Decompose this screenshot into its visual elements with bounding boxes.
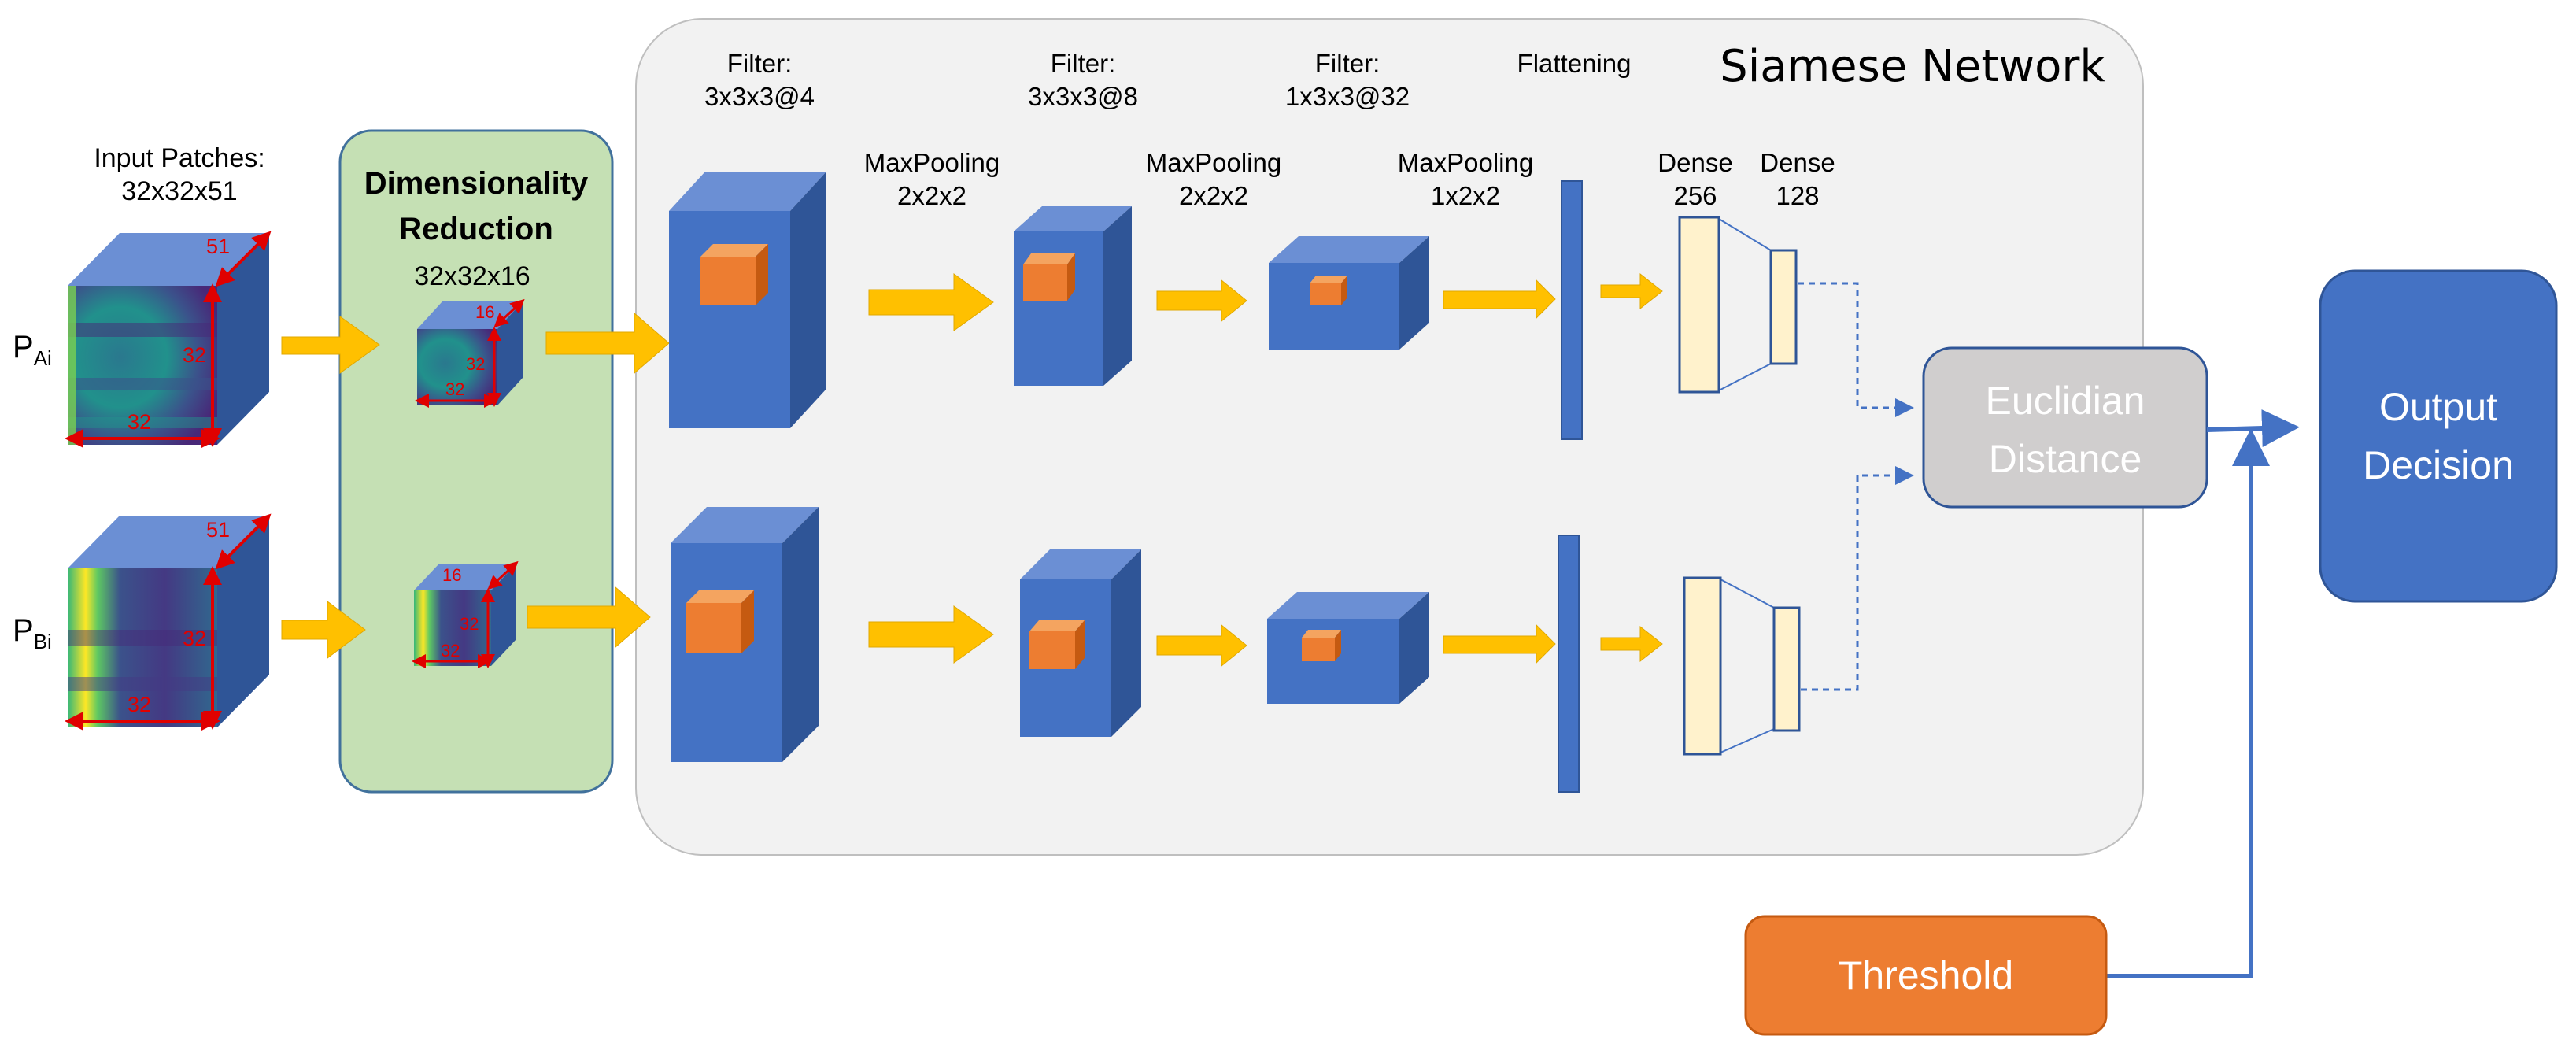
dim-reduction-title-2: Reduction	[399, 212, 553, 246]
arrow-flatten-b	[1600, 625, 1663, 663]
dense-256-a	[1678, 216, 1720, 394]
connector-dense-a-to-distance	[1798, 282, 1914, 417]
arrow-reduce-b	[527, 586, 651, 649]
output-decision-label-1: Output	[2379, 385, 2497, 429]
flatten-bar-a	[1561, 180, 1583, 440]
threshold-label: Threshold	[1839, 953, 2013, 997]
pool3-label: MaxPooling	[1398, 148, 1533, 177]
connector-threshold-to-output	[2106, 428, 2270, 978]
reduced-b-depth-label: 16	[442, 565, 461, 585]
conv1-block-b	[671, 507, 819, 762]
euclidean-distance-label-2: Distance	[1989, 437, 2142, 481]
arrow-pool1-b	[868, 605, 994, 664]
threshold-box	[1744, 915, 2108, 1036]
conv2-filter-size: 3x3x3@8	[1028, 82, 1138, 111]
pool2-size: 2x2x2	[1179, 181, 1248, 210]
conv1-block-a	[669, 172, 826, 428]
cube-a-height-label: 32	[183, 343, 206, 367]
arrow-pool1-a	[868, 273, 994, 331]
conv1-filter-size: 3x3x3@4	[704, 82, 815, 111]
dense1-label: Dense	[1658, 148, 1732, 177]
connector-distance-to-output	[2206, 409, 2300, 448]
pool3-size: 1x2x2	[1431, 181, 1500, 210]
conv3-filter-size: 1x3x3@32	[1285, 82, 1410, 111]
conv1-filter-label: Filter:	[727, 49, 793, 78]
euclidean-distance-box	[1922, 346, 2208, 509]
arrow-input-b	[281, 601, 366, 659]
arrow-pool3-b	[1443, 623, 1556, 664]
dense2-size: 128	[1776, 181, 1819, 210]
arrow-pool2-a	[1156, 279, 1247, 323]
input-cube-b-dimensions: 51 32 32	[65, 513, 272, 731]
arrow-pool3-a	[1443, 279, 1556, 320]
reduced-a-depth-label: 16	[475, 302, 494, 322]
reduced-cube-b: 16 32 32	[412, 560, 519, 668]
input-cube-a-dimensions: 51 32 32	[65, 231, 272, 448]
reduced-cube-a: 16 32 32	[415, 298, 525, 408]
connector-dense-b-to-distance	[1801, 466, 1914, 691]
cube-a-depth-label: 51	[206, 235, 230, 258]
arrow-reduce-a	[545, 312, 670, 375]
cube-a-width-label: 32	[128, 410, 151, 434]
siamese-network-panel	[635, 18, 2144, 856]
input-patches-label: Input Patches:	[94, 143, 264, 173]
dense-layers-b	[1683, 576, 1801, 756]
output-decision-label-2: Decision	[2363, 443, 2514, 487]
dense-256-b	[1683, 576, 1722, 756]
arrow-flatten-a	[1600, 272, 1663, 310]
conv2-block-b	[1020, 549, 1141, 737]
conv3-filter-label: Filter:	[1315, 49, 1380, 78]
euclidean-distance-label-1: Euclidian	[1986, 379, 2145, 423]
dim-reduction-size: 32x32x16	[414, 261, 530, 291]
conv3-block-b	[1267, 592, 1429, 704]
pool2-label: MaxPooling	[1146, 148, 1281, 177]
patch-a-label: PAi	[13, 330, 52, 370]
reduced-a-width-label: 32	[445, 379, 464, 399]
dense-layers-a	[1678, 216, 1798, 394]
patch-b-label: PBi	[13, 613, 52, 653]
pool1-size: 2x2x2	[897, 181, 966, 210]
flow-arrows	[281, 272, 1663, 668]
dense-128-a	[1769, 249, 1798, 365]
reduced-b-height-label: 32	[460, 614, 479, 634]
siamese-network-title: Siamese Network	[1720, 41, 2105, 92]
arrow-input-a	[281, 316, 380, 374]
output-decision-box	[2319, 269, 2558, 603]
conv2-filter-label: Filter:	[1051, 49, 1116, 78]
pool1-label: MaxPooling	[864, 148, 1000, 177]
conv3-block-a	[1269, 236, 1429, 350]
dim-reduction-title-1: Dimensionality	[364, 166, 589, 201]
flatten-bar-b	[1558, 535, 1580, 793]
conv2-block-a	[1014, 206, 1132, 386]
dense-128-b	[1772, 606, 1801, 732]
cube-b-depth-label: 51	[206, 518, 230, 542]
flattening-label: Flattening	[1517, 49, 1632, 78]
arrow-pool2-b	[1156, 623, 1247, 668]
cube-b-height-label: 32	[183, 627, 206, 650]
dense2-label: Dense	[1760, 148, 1835, 177]
dense1-size: 256	[1673, 181, 1717, 210]
input-patches-size: 32x32x51	[121, 176, 237, 206]
reduced-a-height-label: 32	[466, 354, 485, 374]
reduced-b-width-label: 32	[441, 641, 460, 660]
cube-b-width-label: 32	[128, 693, 151, 716]
